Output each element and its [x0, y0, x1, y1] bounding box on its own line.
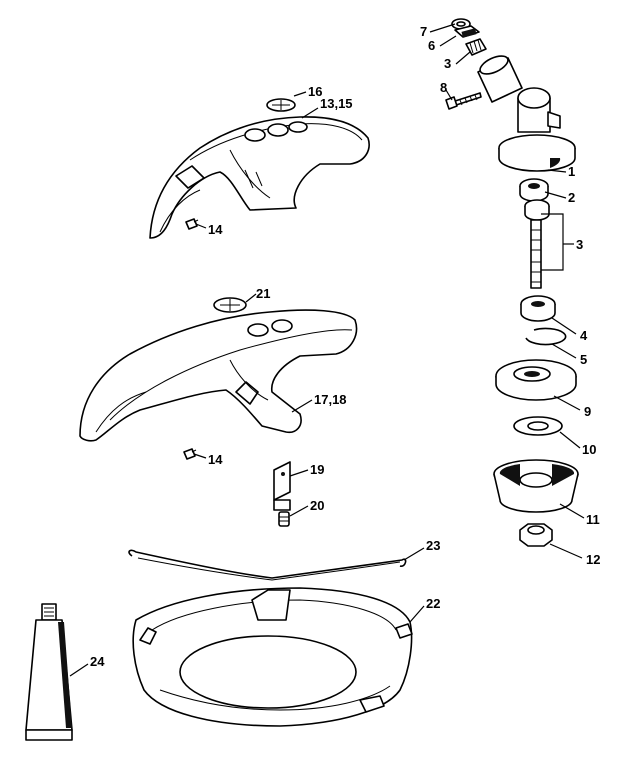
label-23: 23 — [426, 538, 440, 553]
label-9: 9 — [584, 404, 591, 419]
part-16-label — [266, 98, 296, 112]
label-17-18: 17,18 — [314, 392, 347, 407]
part-17-18-deflector — [79, 309, 358, 442]
label-12: 12 — [586, 552, 600, 567]
label-24: 24 — [90, 654, 105, 669]
label-14-lower: 14 — [208, 452, 223, 467]
label-1: 1 — [568, 164, 575, 179]
part-2-ball-bearing — [519, 178, 549, 202]
label-10: 10 — [582, 442, 596, 457]
part-5-circlip — [525, 327, 567, 346]
part-7-retaining-ring — [451, 18, 471, 30]
part-1-gear-housing — [477, 55, 576, 172]
label-4: 4 — [580, 328, 588, 343]
label-2: 2 — [568, 190, 575, 205]
label-3-upper: 3 — [444, 56, 451, 71]
part-11-thrust-cup — [493, 459, 579, 513]
label-8: 8 — [440, 80, 447, 95]
part-3-upper-gear — [465, 38, 487, 56]
label-3-lower: 3 — [576, 237, 583, 252]
part-9-thrust-plate — [495, 359, 577, 401]
label-6: 6 — [428, 38, 435, 53]
label-16: 16 — [308, 84, 322, 99]
label-21: 21 — [256, 286, 270, 301]
label-13-15: 13,15 — [320, 96, 353, 111]
part-13-15-deflector — [149, 116, 370, 239]
label-5: 5 — [580, 352, 587, 367]
part-21-label — [213, 297, 247, 313]
part-10-thrust-washer — [513, 416, 563, 436]
label-20: 20 — [310, 498, 324, 513]
part-8-screw — [445, 92, 482, 110]
part-3-lower-gear-shaft — [524, 199, 550, 289]
label-7: 7 — [420, 24, 427, 39]
leader-lines — [69, 23, 585, 677]
callout-labels: 7 6 3 8 1 2 3 4 5 9 10 11 12 16 13,15 14… — [90, 24, 600, 669]
part-14-screw-lower — [183, 448, 197, 460]
part-22-deflector-base — [132, 587, 413, 727]
label-19: 19 — [310, 462, 324, 477]
part-12-nut — [519, 523, 553, 547]
part-6-washer — [454, 25, 480, 38]
label-14-upper: 14 — [208, 222, 223, 237]
part-19-bracket — [273, 461, 291, 511]
part-23-wire — [128, 549, 407, 581]
label-22: 22 — [426, 596, 440, 611]
label-11: 11 — [586, 512, 600, 527]
part-14-screw-upper — [185, 218, 199, 230]
part-24-grease-tube — [25, 603, 73, 741]
part-20-screw — [278, 511, 290, 527]
part-4-ball-bearing — [520, 295, 556, 322]
